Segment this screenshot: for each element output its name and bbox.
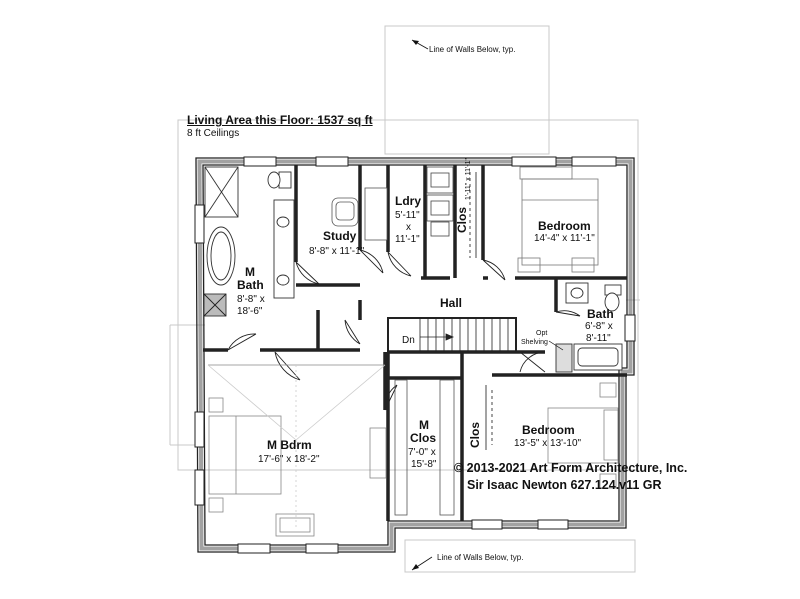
svg-text:8'-11": 8'-11": [586, 333, 611, 344]
stair: [387, 317, 517, 353]
windows: [194, 156, 636, 554]
svg-text:Line of Walls Below, typ.: Line of Walls Below, typ.: [437, 553, 523, 562]
top-closet-rod: [469, 172, 477, 258]
room-closet-right: Clos: [468, 422, 482, 448]
svg-text:M: M: [245, 265, 255, 279]
svg-text:Bath: Bath: [587, 307, 614, 321]
bedroom-top-bed: [517, 166, 599, 273]
opt-shelving-note: Opt Shelving: [521, 330, 564, 351]
master-bedroom-furniture: [207, 364, 387, 537]
svg-text:M: M: [419, 418, 429, 432]
walls-below-note-bottom: Line of Walls Below, typ.: [411, 553, 523, 571]
svg-text:Clos: Clos: [410, 431, 436, 445]
svg-text:8'-8" x 11'-1": 8'-8" x 11'-1": [309, 246, 365, 257]
svg-text:x: x: [406, 222, 411, 233]
copyright-block: © 2013-2021 Art Form Architecture, Inc. …: [454, 460, 687, 494]
svg-text:Bedroom: Bedroom: [522, 423, 575, 437]
room-closet-top: Clos 1'-11" x 11'-1": [455, 157, 472, 233]
svg-text:Bath: Bath: [237, 278, 264, 292]
room-study: Study 8'-8" x 11'-1": [309, 229, 365, 257]
svg-text:11'-1": 11'-1": [395, 234, 420, 245]
room-master-closet: M Clos 7'-0" x 15'-8": [408, 418, 437, 470]
room-bath: Bath 6'-8" x 8'-11": [585, 307, 614, 344]
copyright-line: © 2013-2021 Art Form Architecture, Inc.: [454, 461, 688, 475]
room-bedroom-top: Bedroom 14'-4" x 11'-1": [534, 219, 595, 244]
svg-text:1'-11" x 11'-1": 1'-11" x 11'-1": [465, 157, 472, 200]
interior-walls: [203, 165, 627, 521]
svg-text:Shelving: Shelving: [521, 339, 548, 346]
stairs-down-label: Dn: [402, 335, 415, 346]
svg-text:8'-8" x: 8'-8" x: [237, 294, 265, 305]
room-hall: Hall: [440, 296, 462, 310]
laundry-appliances: [426, 166, 454, 237]
living-area-title: Living Area this Floor: 1537 sq ft: [187, 113, 373, 127]
study-furniture: [331, 187, 388, 241]
master-closet-shelving: [394, 379, 455, 516]
svg-text:Opt: Opt: [536, 330, 547, 337]
walls-below-note-top: Line of Walls Below, typ.: [411, 39, 515, 54]
svg-text:Clos: Clos: [455, 207, 469, 233]
svg-text:13'-5" x 13'-10": 13'-5" x 13'-10": [514, 438, 582, 449]
master-bath-fixtures: [203, 166, 295, 317]
room-bedroom-right: Bedroom 13'-5" x 13'-10": [514, 423, 582, 449]
svg-text:Hall: Hall: [440, 296, 462, 310]
svg-text:Bedroom: Bedroom: [538, 219, 591, 233]
right-closet-rod: [485, 385, 493, 450]
svg-text:Line of Walls Below, typ.: Line of Walls Below, typ.: [429, 45, 515, 54]
room-laundry: Ldry 5'-11" x 11'-1": [395, 194, 421, 245]
svg-text:18'-6": 18'-6": [237, 306, 263, 317]
svg-text:17'-6" x 18'-2": 17'-6" x 18'-2": [258, 454, 320, 465]
doors: [227, 249, 581, 411]
ceiling-height-note: 8 ft Ceilings: [187, 128, 240, 139]
svg-text:6'-8" x: 6'-8" x: [585, 321, 613, 332]
svg-text:Ldry: Ldry: [395, 194, 421, 208]
svg-text:5'-11": 5'-11": [395, 210, 420, 221]
svg-text:Study: Study: [323, 229, 357, 243]
bath-fixtures: [555, 282, 623, 373]
plan-id-line: Sir Isaac Newton 627.124.v11 GR: [467, 478, 662, 492]
svg-text:15'-8": 15'-8": [411, 459, 437, 470]
svg-text:7'-0" x: 7'-0" x: [408, 447, 436, 458]
room-master-bedroom: M Bdrm 17'-6" x 18'-2": [258, 438, 320, 465]
svg-text:14'-4" x 11'-1": 14'-4" x 11'-1": [534, 233, 595, 244]
floor-area-header: Living Area this Floor: 1537 sq ft 8 ft …: [187, 113, 373, 139]
svg-text:Clos: Clos: [468, 422, 482, 448]
bedroom-right-furniture: [547, 382, 619, 489]
walls-below-outline: [169, 25, 640, 573]
svg-text:M Bdrm: M Bdrm: [267, 438, 312, 452]
room-master-bath: M Bath 8'-8" x 18'-6": [237, 265, 265, 317]
